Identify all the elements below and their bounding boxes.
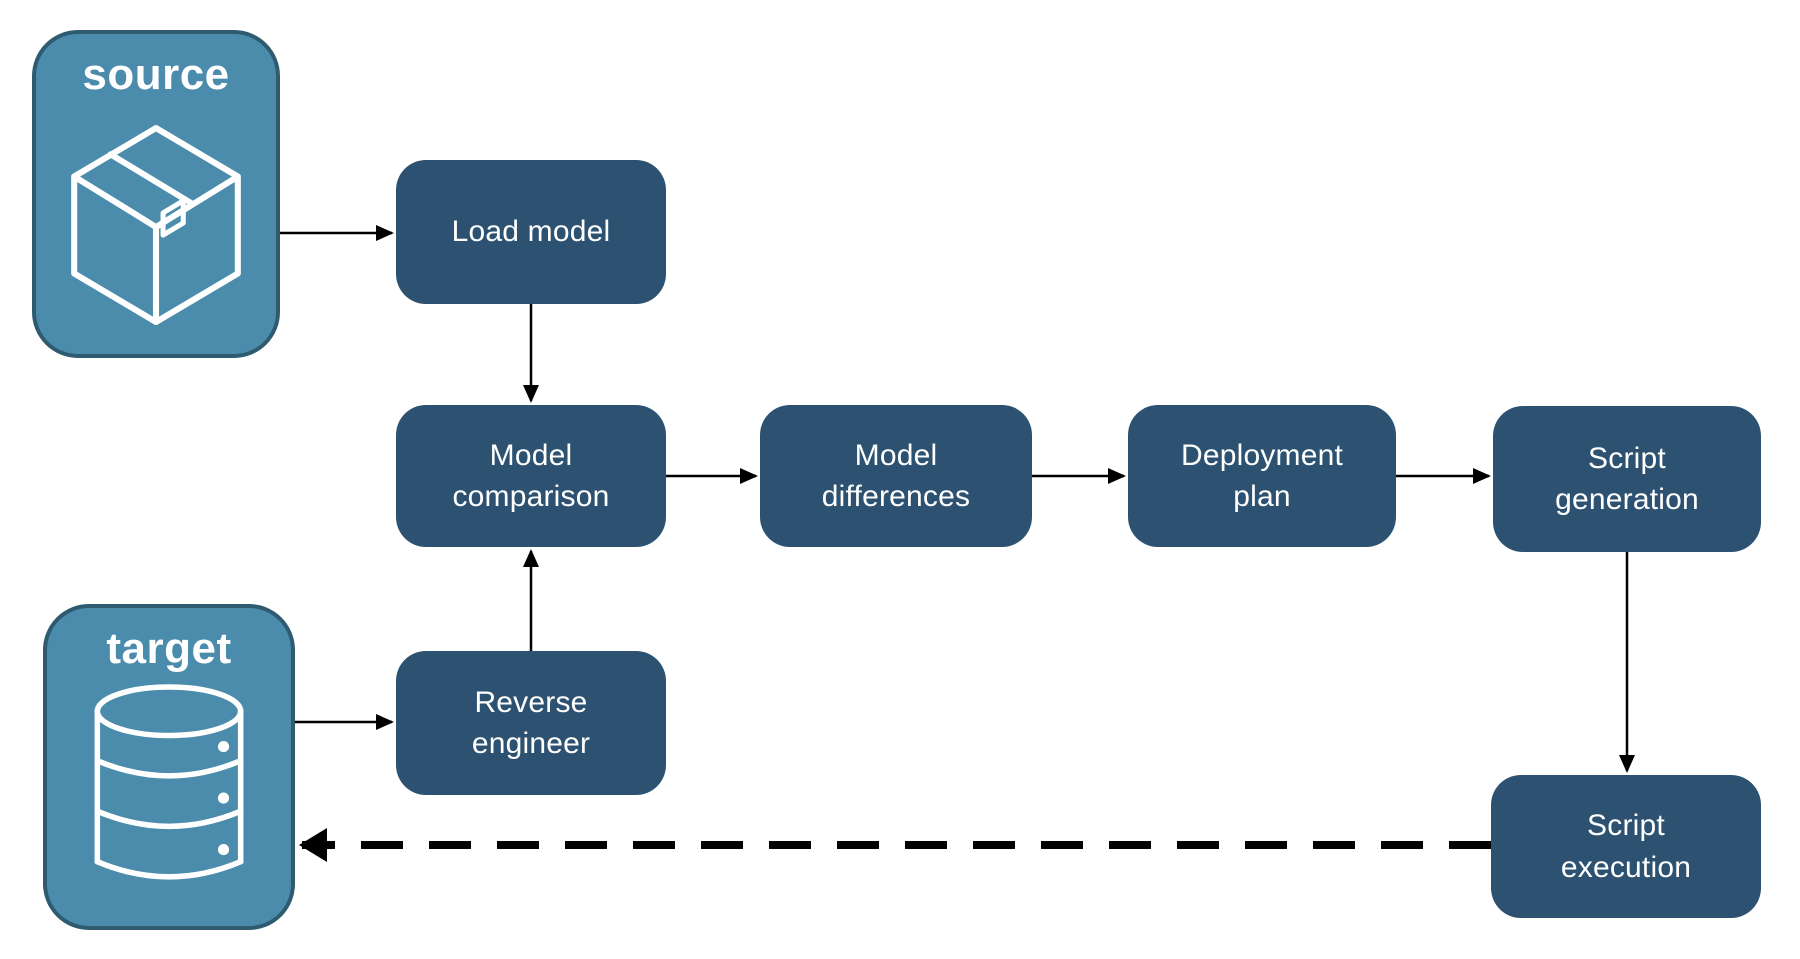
target-label: target xyxy=(106,624,232,673)
node-model-differences: Model differences xyxy=(760,405,1032,547)
node-load-model: Load model xyxy=(396,160,666,304)
database-icon xyxy=(93,684,245,894)
node-model-comparison: Model comparison xyxy=(396,405,666,547)
node-reverse-engineer: Reverse engineer xyxy=(396,651,666,795)
endpoint-source: source xyxy=(32,30,280,358)
node-load-model-label: Load model xyxy=(451,215,611,249)
node-script-generation: Script generation xyxy=(1493,406,1761,552)
node-script-execution-label: Script execution xyxy=(1560,809,1692,884)
node-deployment-plan-label: Deployment plan xyxy=(1180,438,1344,513)
node-model-comparison-label: Model comparison xyxy=(452,438,610,513)
node-model-differences-label: Model differences xyxy=(821,438,971,513)
node-reverse-engineer-label: Reverse engineer xyxy=(471,685,591,760)
node-script-generation-label: Script generation xyxy=(1555,441,1699,516)
package-icon xyxy=(70,124,242,326)
source-label: source xyxy=(82,50,230,99)
node-script-execution: Script execution xyxy=(1491,775,1761,918)
node-deployment-plan: Deployment plan xyxy=(1128,405,1396,547)
endpoint-target: target xyxy=(43,604,295,930)
